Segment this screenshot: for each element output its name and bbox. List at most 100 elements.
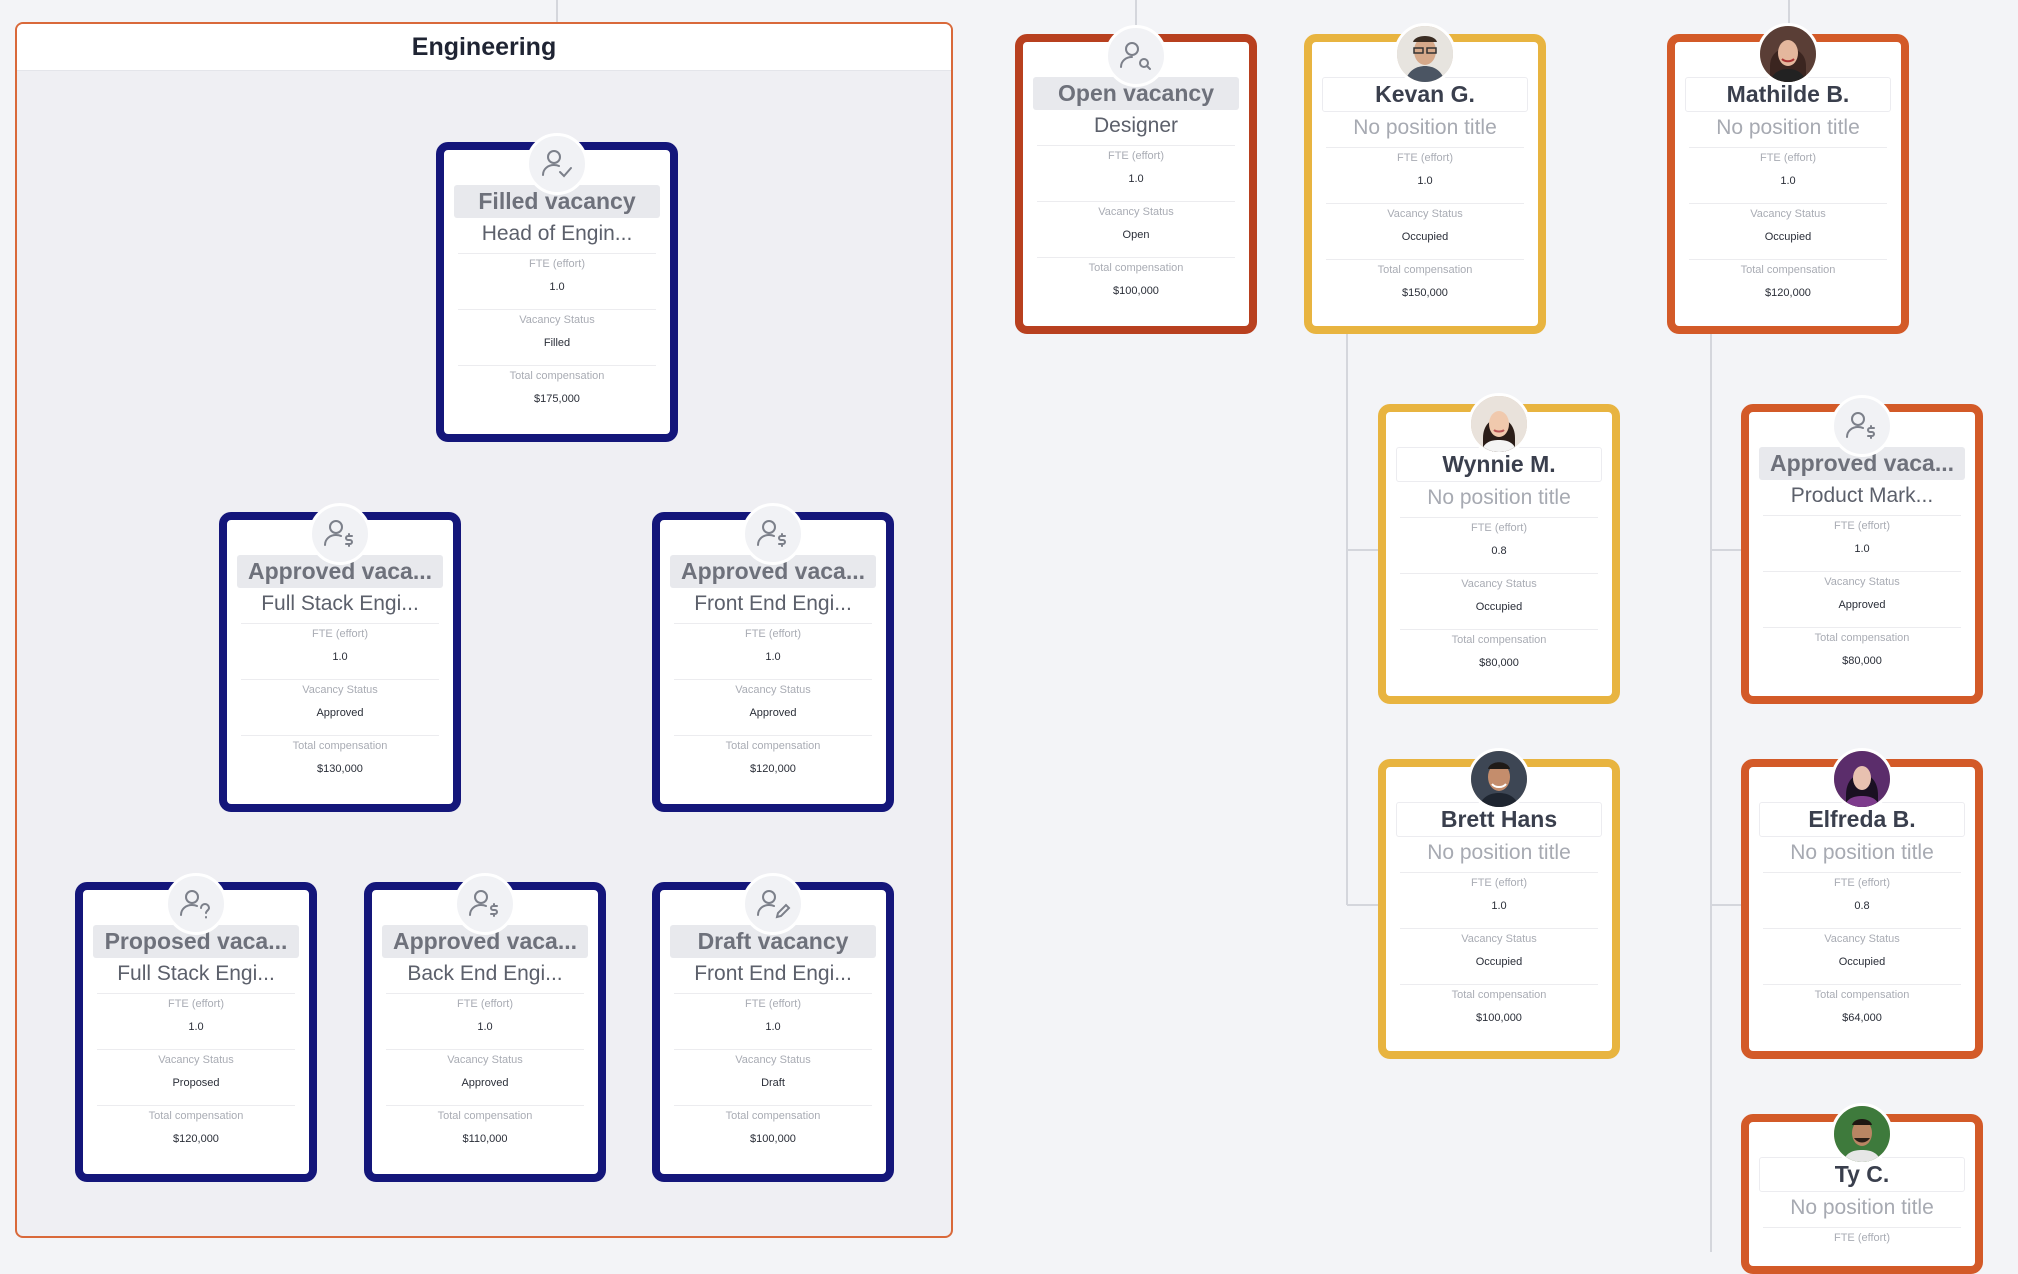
- card-product-marketing[interactable]: Approved vaca... Product Mark... FTE (ef…: [1741, 404, 1983, 704]
- fte-label: FTE (effort): [1763, 515, 1961, 533]
- group-title: Engineering: [411, 32, 557, 61]
- fte-label: FTE (effort): [1326, 147, 1524, 165]
- fte-value: 0.8: [1854, 900, 1870, 912]
- card-position-title: No position title: [1427, 841, 1571, 864]
- status-value: Approved: [316, 707, 364, 719]
- card-full-stack-engineer-2[interactable]: Proposed vaca... Full Stack Engi... FTE …: [75, 882, 317, 1182]
- status-label: Vacancy Status: [386, 1049, 584, 1067]
- status-label: Vacancy Status: [1037, 201, 1235, 219]
- comp-label: Total compensation: [1763, 627, 1961, 645]
- card-position-title: No position title: [1353, 116, 1497, 139]
- status-label: Vacancy Status: [1400, 573, 1598, 591]
- comp-value: $120,000: [173, 1133, 219, 1145]
- comp-value: $175,000: [534, 393, 580, 405]
- status-value: Occupied: [1401, 231, 1449, 243]
- fte-value: 1.0: [188, 1021, 204, 1033]
- avatar-ty-c: [1831, 1103, 1893, 1165]
- fte-label: FTE (effort): [458, 253, 656, 271]
- group-header[interactable]: Engineering: [17, 24, 951, 71]
- fte-value: 1.0: [549, 281, 565, 293]
- comp-label: Total compensation: [1037, 257, 1235, 275]
- fte-label: FTE (effort): [1689, 147, 1887, 165]
- card-position-title: Back End Engi...: [407, 962, 563, 985]
- comp-value: $130,000: [317, 763, 363, 775]
- fte-value: 1.0: [1491, 900, 1507, 912]
- status-label: Vacancy Status: [1689, 203, 1887, 221]
- comp-value: $100,000: [750, 1133, 796, 1145]
- status-label: Vacancy Status: [674, 1049, 872, 1067]
- card-position-title: Product Mark...: [1790, 484, 1934, 507]
- card-position-title: No position title: [1790, 1196, 1934, 1219]
- fte-value: 1.0: [1128, 173, 1144, 185]
- comp-value: $150,000: [1402, 287, 1448, 299]
- card-position-title: Full Stack Engi...: [117, 962, 275, 985]
- comp-label: Total compensation: [674, 735, 872, 753]
- card-position-title: No position title: [1716, 116, 1860, 139]
- comp-value: $80,000: [1479, 657, 1519, 669]
- card-position-title: No position title: [1790, 841, 1934, 864]
- fte-label: FTE (effort): [241, 623, 439, 641]
- comp-value: $120,000: [1765, 287, 1811, 299]
- fte-label: FTE (effort): [674, 993, 872, 1011]
- fte-value: 1.0: [765, 651, 781, 663]
- card-position-title: Designer: [1093, 114, 1179, 137]
- status-value: Draft: [761, 1077, 785, 1089]
- fte-label: FTE (effort): [1037, 145, 1235, 163]
- comp-value: $80,000: [1842, 655, 1882, 667]
- comp-label: Total compensation: [674, 1105, 872, 1123]
- card-position-title: Full Stack Engi...: [261, 592, 419, 615]
- comp-value: $110,000: [462, 1133, 508, 1145]
- card-back-end-engineer[interactable]: Approved vaca... Back End Engi... FTE (e…: [364, 882, 606, 1182]
- comp-label: Total compensation: [241, 735, 439, 753]
- avatar-mathilde-b: [1757, 23, 1819, 85]
- user-dollar-icon: [1831, 395, 1893, 457]
- status-label: Vacancy Status: [458, 309, 656, 327]
- status-label: Vacancy Status: [1326, 203, 1524, 221]
- card-position-title: Front End Engi...: [694, 592, 852, 615]
- avatar-elfreda-b: [1831, 748, 1893, 810]
- status-value: Open: [1122, 229, 1150, 241]
- user-check-icon: [526, 133, 588, 195]
- fte-value: 1.0: [477, 1021, 493, 1033]
- status-label: Vacancy Status: [241, 679, 439, 697]
- card-headline: Approved vaca...: [382, 925, 588, 958]
- card-position-title: Head of Engin...: [481, 222, 633, 245]
- status-value: Occupied: [1838, 956, 1886, 968]
- comp-value: $100,000: [1113, 285, 1159, 297]
- avatar-brett-hans: [1468, 748, 1530, 810]
- status-value: Proposed: [172, 1077, 220, 1089]
- user-question-icon: [165, 873, 227, 935]
- status-label: Vacancy Status: [674, 679, 872, 697]
- fte-label: FTE (effort): [1763, 1227, 1961, 1245]
- user-search-icon: [1105, 25, 1167, 87]
- comp-value: $120,000: [750, 763, 796, 775]
- comp-value: $64,000: [1842, 1012, 1882, 1024]
- card-position-title: Front End Engi...: [694, 962, 852, 985]
- avatar-wynnie-m: [1468, 393, 1530, 455]
- comp-label: Total compensation: [1689, 259, 1887, 277]
- fte-label: FTE (effort): [1400, 872, 1598, 890]
- avatar-kevan-g: [1394, 23, 1456, 85]
- fte-value: 1.0: [1854, 543, 1870, 555]
- user-dollar-icon: [309, 503, 371, 565]
- fte-label: FTE (effort): [674, 623, 872, 641]
- user-edit-icon: [742, 873, 804, 935]
- card-position-title: No position title: [1427, 486, 1571, 509]
- comp-label: Total compensation: [386, 1105, 584, 1123]
- fte-value: 1.0: [1780, 175, 1796, 187]
- status-value: Filled: [543, 337, 571, 349]
- status-label: Vacancy Status: [97, 1049, 295, 1067]
- status-label: Vacancy Status: [1763, 928, 1961, 946]
- comp-label: Total compensation: [1400, 629, 1598, 647]
- status-value: Approved: [461, 1077, 509, 1089]
- fte-label: FTE (effort): [97, 993, 295, 1011]
- status-value: Occupied: [1475, 601, 1523, 613]
- status-value: Occupied: [1475, 956, 1523, 968]
- fte-value: 1.0: [1417, 175, 1433, 187]
- status-value: Approved: [749, 707, 797, 719]
- user-dollar-icon: [454, 873, 516, 935]
- comp-value: $100,000: [1476, 1012, 1522, 1024]
- card-headline: Filled vacancy: [454, 185, 660, 218]
- fte-value: 1.0: [765, 1021, 781, 1033]
- comp-label: Total compensation: [1400, 984, 1598, 1002]
